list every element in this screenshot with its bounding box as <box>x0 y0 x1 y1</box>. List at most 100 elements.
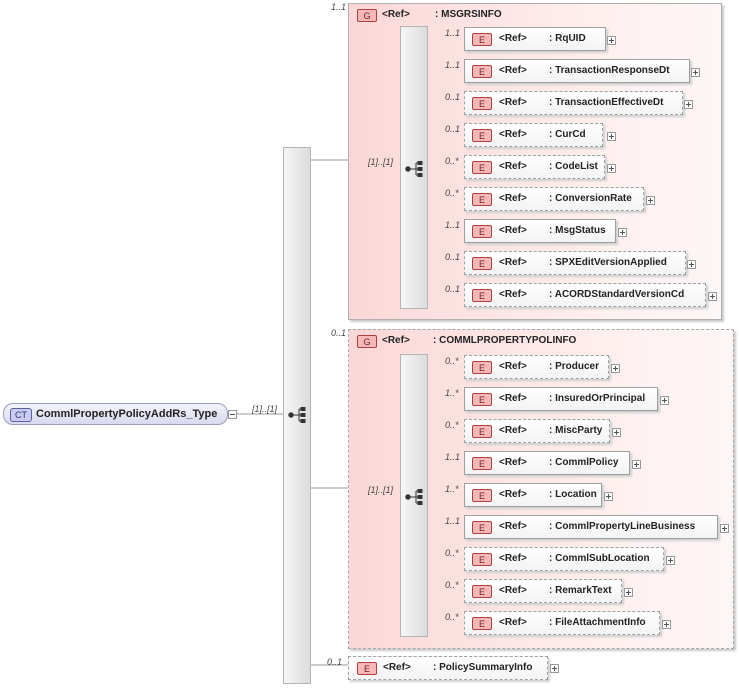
root-sequence-compositor <box>283 147 311 684</box>
element-badge: E <box>472 193 492 206</box>
expand-plus-icon[interactable] <box>684 100 693 109</box>
element-spxeditversionapplied[interactable]: E <Ref> : SPXEditVersionApplied <box>464 251 686 275</box>
element-badge: E <box>472 257 492 270</box>
expand-plus-icon[interactable] <box>660 396 669 405</box>
element-name: : Location <box>549 489 597 500</box>
expand-plus-icon[interactable] <box>720 524 729 533</box>
element-commlpolicy[interactable]: E <Ref> : CommlPolicy <box>464 451 630 475</box>
complex-type-node[interactable]: CT CommlPropertyPolicyAddRs_Type <box>3 403 228 425</box>
element-badge: E <box>472 361 492 374</box>
element-ref-label: <Ref> <box>499 553 527 564</box>
element-cardinality: 1..1 <box>445 220 461 230</box>
element-name: : RqUID <box>549 33 586 44</box>
expand-plus-icon[interactable] <box>550 664 559 673</box>
element-rquid[interactable]: E <Ref> : RqUID <box>464 27 606 51</box>
expand-plus-icon[interactable] <box>632 460 641 469</box>
element-name: : TransactionEffectiveDt <box>549 97 664 108</box>
expand-plus-icon[interactable] <box>607 132 616 141</box>
expand-plus-icon[interactable] <box>611 364 620 373</box>
expand-plus-icon[interactable] <box>691 68 700 77</box>
commlpropertypolinfo-sequence-compositor <box>400 354 428 637</box>
element-ref-label: <Ref> <box>499 97 527 108</box>
complex-type-name: CommlPropertyPolicyAddRs_Type <box>36 408 218 420</box>
element-cardinality: 0..* <box>445 580 459 590</box>
element-badge: E <box>357 662 377 675</box>
collapse-minus-icon[interactable] <box>228 410 237 419</box>
commlpropertypolinfo-cardinality: 0..1 <box>331 328 347 338</box>
element-miscparty[interactable]: E <Ref> : MiscParty <box>464 419 610 443</box>
expand-plus-icon[interactable] <box>666 556 675 565</box>
element-location[interactable]: E <Ref> : Location <box>464 483 602 507</box>
element-cardinality: 0..* <box>445 156 459 166</box>
element-badge: E <box>472 289 492 302</box>
group-badge: G <box>357 335 377 348</box>
element-cardinality: 0..* <box>445 548 459 558</box>
element-producer[interactable]: E <Ref> : Producer <box>464 355 609 379</box>
element-transactioneffectivedt[interactable]: E <Ref> : TransactionEffectiveDt <box>464 91 683 115</box>
element-name: : ConversionRate <box>549 193 632 204</box>
expand-plus-icon[interactable] <box>687 260 696 269</box>
element-name: : MsgStatus <box>549 225 606 236</box>
expand-plus-icon[interactable] <box>618 228 627 237</box>
element-name: : CodeList <box>549 161 598 172</box>
element-badge: E <box>472 393 492 406</box>
element-codelist[interactable]: E <Ref> : CodeList <box>464 155 605 179</box>
element-ref-label: <Ref> <box>499 361 527 372</box>
expand-plus-icon[interactable] <box>607 164 616 173</box>
element-insuredorprincipal[interactable]: E <Ref> : InsuredOrPrincipal <box>464 387 658 411</box>
element-commlpropertylinebusiness[interactable]: E <Ref> : CommlPropertyLineBusiness <box>464 515 718 539</box>
element-ref-label: <Ref> <box>499 521 527 532</box>
group-badge: G <box>357 9 377 22</box>
element-transactionresponsedt[interactable]: E <Ref> : TransactionResponseDt <box>464 59 690 83</box>
sequence-icon <box>405 161 423 177</box>
element-conversionrate[interactable]: E <Ref> : ConversionRate <box>464 187 644 211</box>
element-name: : MiscParty <box>549 425 603 436</box>
element-name: : CurCd <box>549 129 586 140</box>
element-acordstandardversioncd[interactable]: E <Ref> : ACORDStandardVersionCd <box>464 283 706 307</box>
expand-plus-icon[interactable] <box>624 588 633 597</box>
element-curcd[interactable]: E <Ref> : CurCd <box>464 123 603 147</box>
sequence-icon <box>405 489 423 505</box>
group-name: : MSGRSINFO <box>435 9 502 20</box>
element-ref-label: <Ref> <box>499 33 527 44</box>
expand-plus-icon[interactable] <box>612 428 621 437</box>
msgrsinfo-sequence-cardinality: [1]..[1] <box>368 157 394 167</box>
element-badge: E <box>472 521 492 534</box>
expand-plus-icon[interactable] <box>662 620 671 629</box>
expand-plus-icon[interactable] <box>708 292 717 301</box>
expand-plus-icon[interactable] <box>646 196 655 205</box>
element-cardinality: 1..1 <box>445 60 461 70</box>
element-cardinality: 0..1 <box>445 124 461 134</box>
element-badge: E <box>472 553 492 566</box>
expand-plus-icon[interactable] <box>607 36 616 45</box>
element-policysummaryinfo[interactable]: E <Ref> : PolicySummaryInfo <box>348 656 548 680</box>
sequence-icon <box>288 407 306 423</box>
element-badge: E <box>472 33 492 46</box>
element-name: : RemarkText <box>549 585 612 596</box>
element-ref-label: <Ref> <box>499 393 527 404</box>
element-badge: E <box>472 129 492 142</box>
element-remarktext[interactable]: E <Ref> : RemarkText <box>464 579 622 603</box>
element-cardinality: 0..* <box>445 356 459 366</box>
element-ref-label: <Ref> <box>499 585 527 596</box>
element-cardinality: 0..1 <box>327 657 343 667</box>
element-cardinality: 1..* <box>445 484 459 494</box>
element-ref-label: <Ref> <box>499 489 527 500</box>
element-fileattachmentinfo[interactable]: E <Ref> : FileAttachmentInfo <box>464 611 660 635</box>
element-commlsublocation[interactable]: E <Ref> : CommlSubLocation <box>464 547 664 571</box>
group-ref-label: <Ref> <box>382 9 410 20</box>
element-ref-label: <Ref> <box>499 257 527 268</box>
expand-plus-icon[interactable] <box>604 492 613 501</box>
element-name: : Producer <box>549 361 600 372</box>
element-ref-label: <Ref> <box>499 161 527 172</box>
element-name: : CommlPolicy <box>549 457 619 468</box>
element-ref-label: <Ref> <box>499 65 527 76</box>
element-cardinality: 0..* <box>445 188 459 198</box>
element-cardinality: 0..* <box>445 420 459 430</box>
element-name: : TransactionResponseDt <box>549 65 670 76</box>
element-ref-label: <Ref> <box>499 425 527 436</box>
element-msgstatus[interactable]: E <Ref> : MsgStatus <box>464 219 616 243</box>
element-ref-label: <Ref> <box>499 457 527 468</box>
element-cardinality: 0..* <box>445 612 459 622</box>
element-cardinality: 1..1 <box>445 452 461 462</box>
